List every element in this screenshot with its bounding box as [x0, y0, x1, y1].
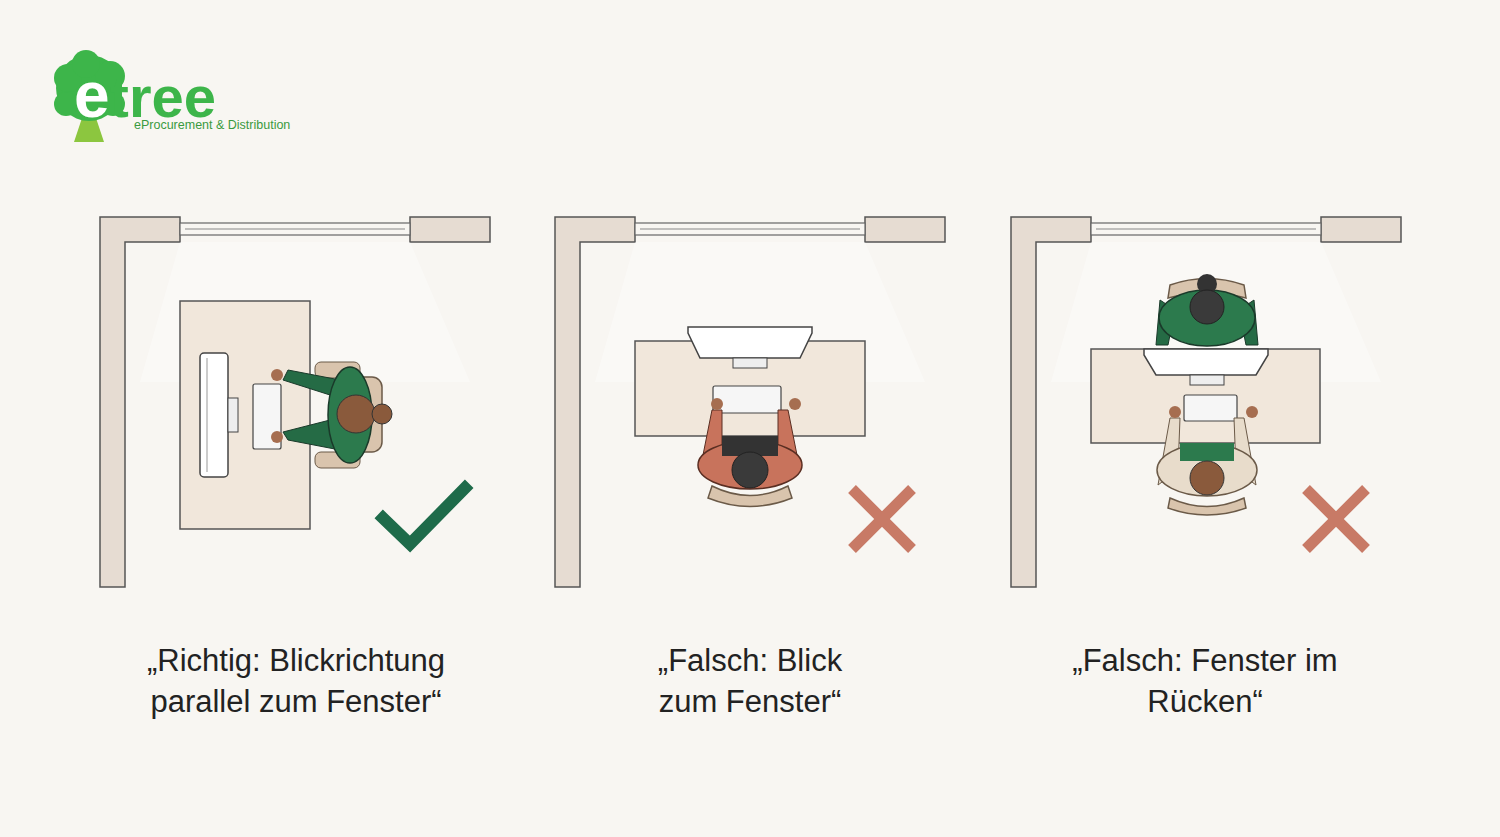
caption: „Falsch: Fenster im Rücken“ — [1070, 640, 1340, 722]
room-wrong-facing — [555, 217, 945, 587]
caption: „Falsch: Blick zum Fenster“ — [630, 640, 870, 722]
room-correct — [100, 217, 490, 587]
caption: „Richtig: Blickrichtung parallel zum Fen… — [101, 640, 491, 722]
logo-text: etree — [74, 63, 216, 127]
logo-subtitle: eProcurement & Distribution — [134, 118, 290, 132]
room-wrong-back — [1011, 217, 1401, 587]
